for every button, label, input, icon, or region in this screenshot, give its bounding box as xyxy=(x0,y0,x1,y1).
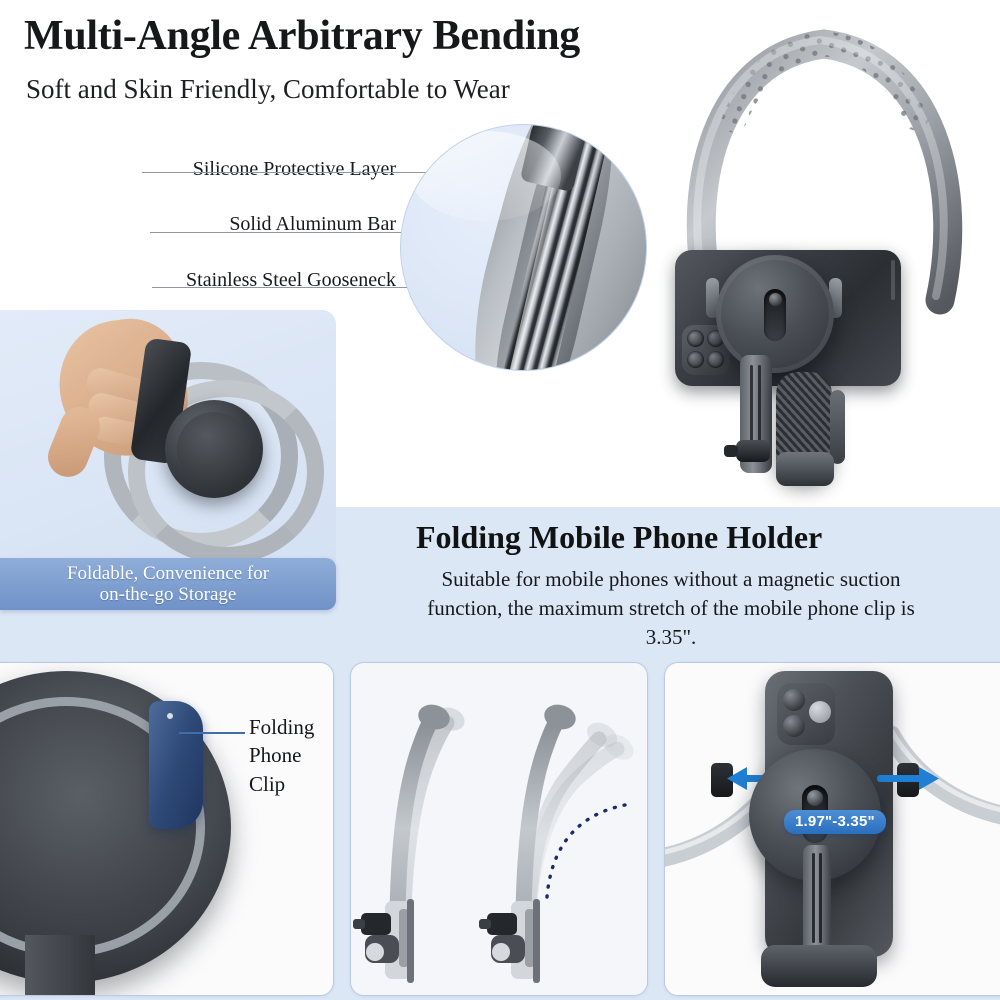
clip-label-line2: Phone xyxy=(249,743,302,768)
holder-section-title: Folding Mobile Phone Holder xyxy=(416,519,823,555)
clip-label-line1: Folding xyxy=(249,715,315,739)
clamped-phone-camera-module xyxy=(777,683,835,745)
leader-line-silicone xyxy=(142,172,490,173)
folding-clip-panel: Folding Phone Clip xyxy=(0,662,334,996)
hero-magnetic-disc xyxy=(716,255,834,373)
clamp-width-badge: 1.97"-3.35" xyxy=(784,810,886,834)
neckband-illustration xyxy=(686,29,963,315)
clip-leader-line xyxy=(179,732,245,734)
clamp-jaw-left xyxy=(711,763,733,797)
bend-group-right xyxy=(479,704,634,983)
bending-range-panel xyxy=(350,662,648,996)
hero-product-image xyxy=(648,0,1000,508)
callout-label-silicone: Silicone Protective Layer xyxy=(192,158,396,180)
leader-line-aluminum xyxy=(150,232,477,233)
storage-caption-line1: Foldable, Convenience for xyxy=(66,562,270,584)
holder-section-body: Suitable for mobile phones without a mag… xyxy=(427,567,915,649)
hero-clip-tab-left xyxy=(706,278,719,318)
storage-caption-line2: on-the-go Storage xyxy=(99,584,237,605)
leader-line-gooseneck xyxy=(152,287,465,288)
callout-label-aluminum: Solid Aluminum Bar xyxy=(229,213,396,235)
clip-label-line3: Clip xyxy=(249,771,286,796)
foldable-storage-panel xyxy=(0,310,336,562)
page-subtitle: Soft and Skin Friendly, Comfortable to W… xyxy=(26,74,510,104)
gooseneck-cross-section-magnifier xyxy=(400,124,647,371)
callout-label-gooseneck: Stainless Steel Gooseneck xyxy=(186,269,396,291)
arrow-right xyxy=(877,767,939,790)
clamp-base xyxy=(761,945,877,987)
hero-clamp-foot xyxy=(776,452,834,486)
clamp-slide-rail xyxy=(803,845,831,957)
bending-positions-diagram xyxy=(353,704,634,983)
disc-stem xyxy=(25,935,95,995)
page-title: Multi-Angle Arbitrary Bending xyxy=(24,13,580,59)
folding-phone-clip-tab xyxy=(149,701,203,829)
clamp-width-panel: 1.97"-3.35" xyxy=(664,662,1000,996)
folding-clip-label: Folding Phone Clip xyxy=(249,713,314,798)
hero-adjust-knob xyxy=(724,440,770,462)
bend-group-left xyxy=(353,704,465,983)
folded-magnetic-disc xyxy=(165,400,263,498)
bending-arc-indicator xyxy=(545,803,627,899)
hero-phone-camera-module xyxy=(682,325,730,375)
lens-gloss-highlight xyxy=(411,131,561,221)
